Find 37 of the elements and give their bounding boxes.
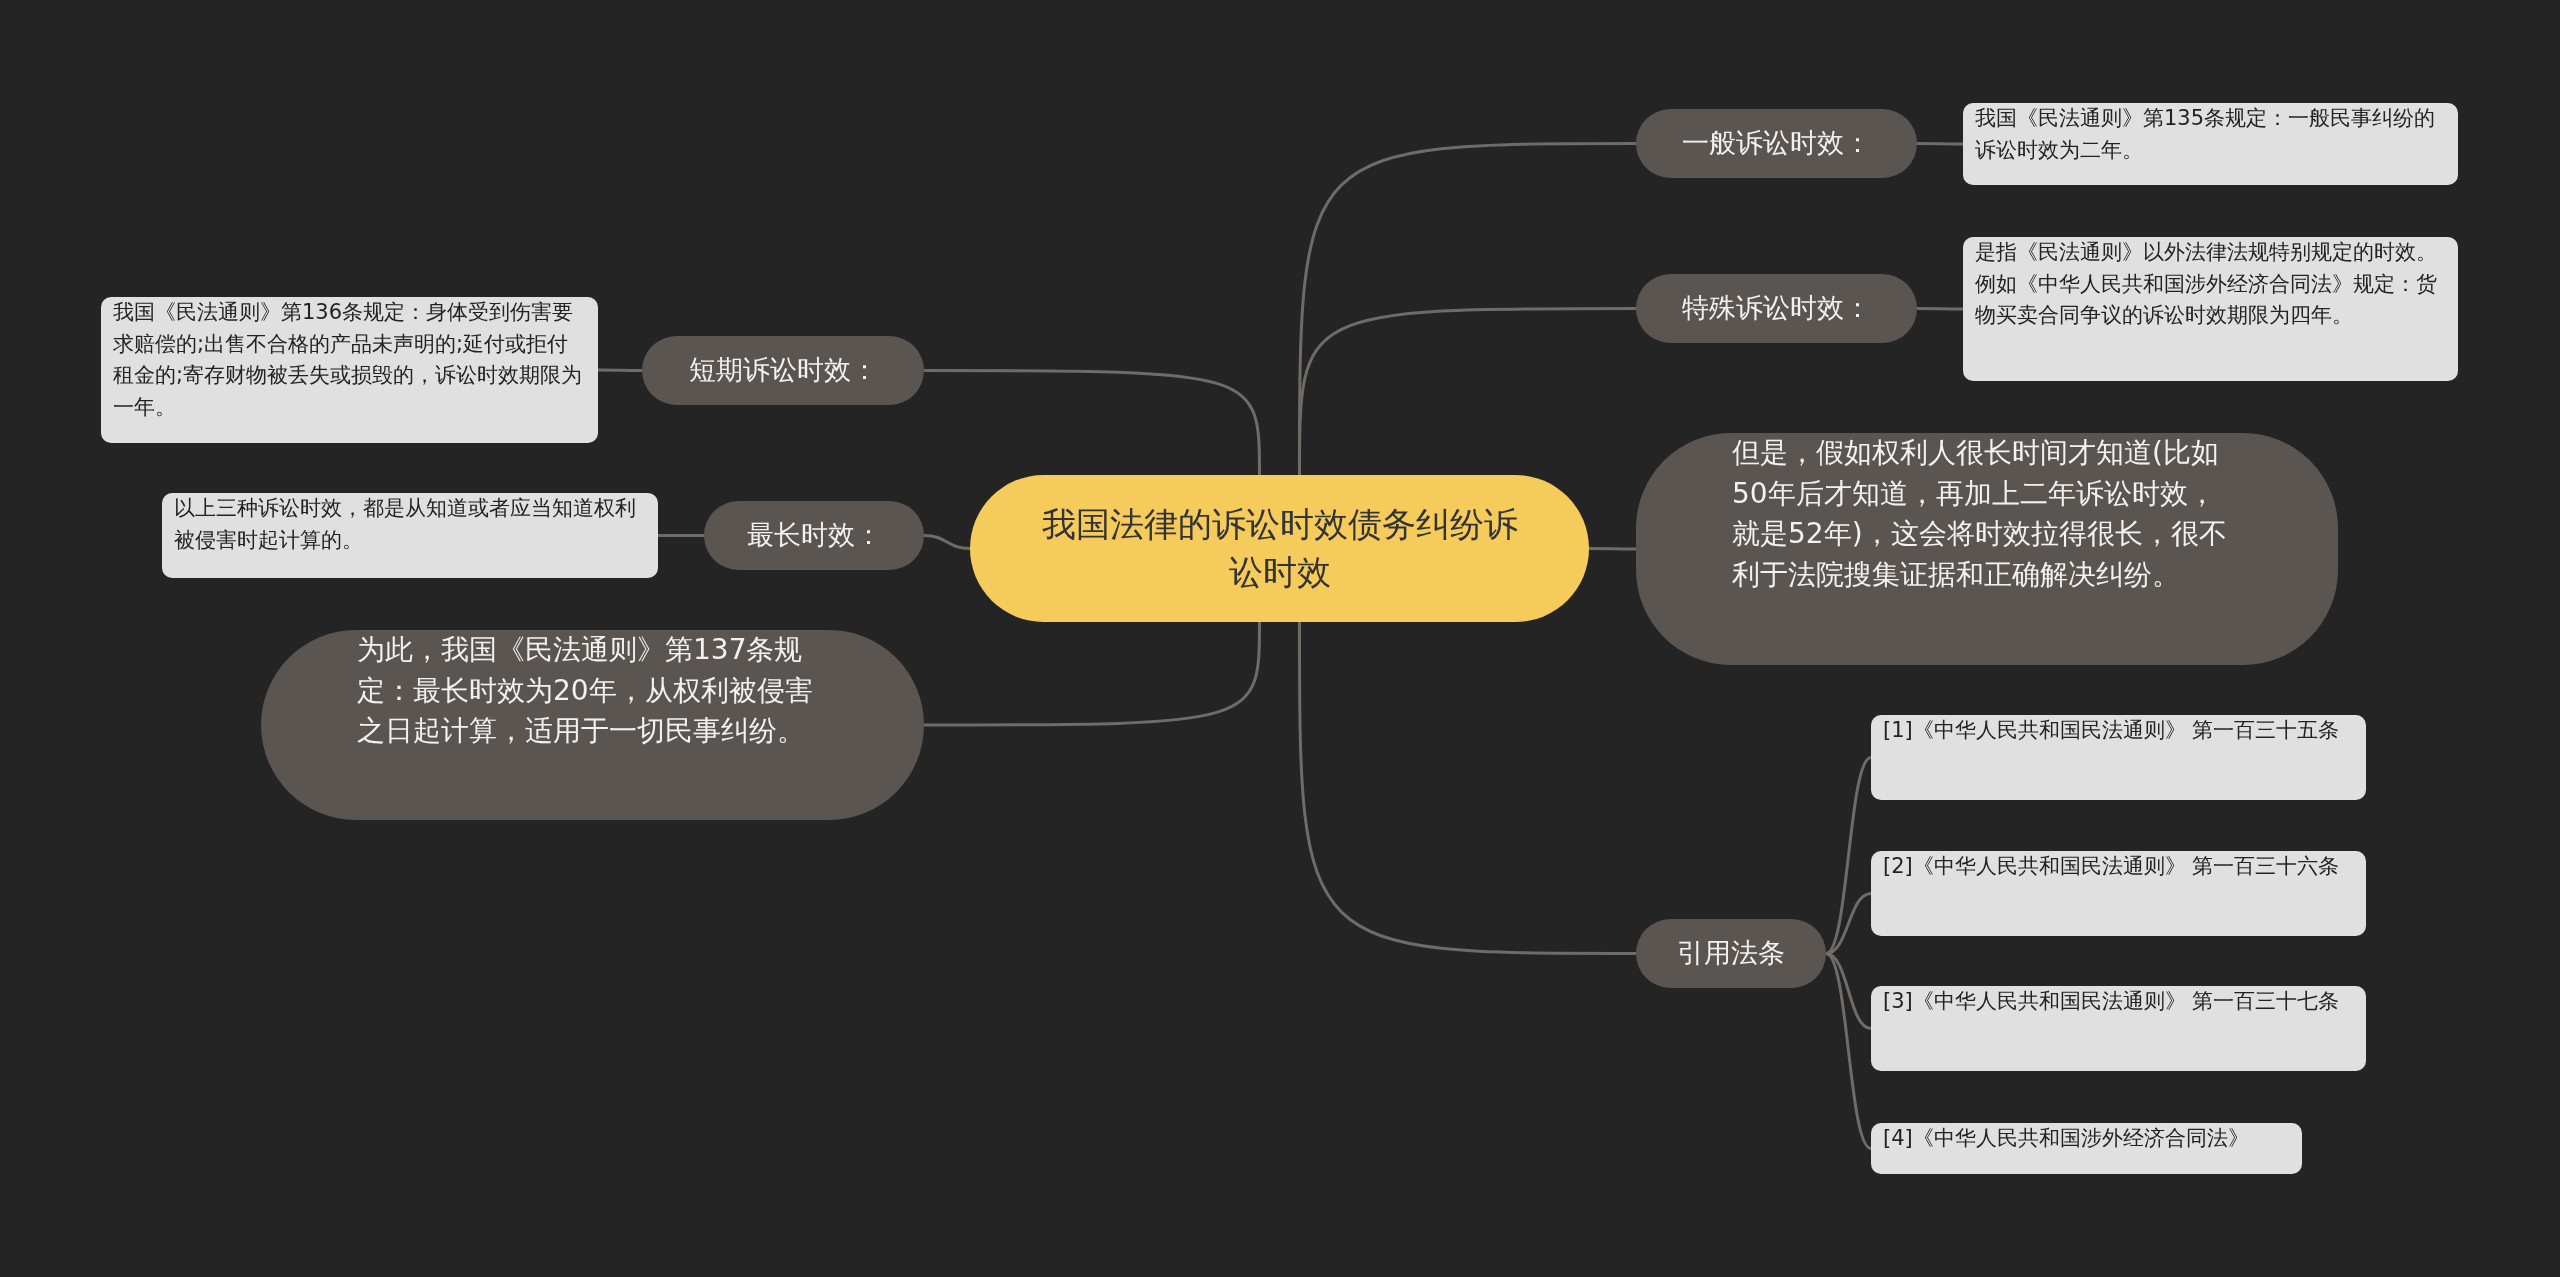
node-text: [2]《中华人民共和国民法通则》 第一百三十六条	[1883, 853, 2341, 880]
note-card	[101, 297, 598, 443]
node-text: 为此，我国《民法通则》第137条规定：最长时效为20年，从权利被侵害之日起计算，适用于一切民事纠纷。	[357, 632, 814, 750]
node-text: 特殊诉讼时效：	[1681, 291, 1872, 326]
note-card	[1963, 103, 2458, 185]
node-text: 短期诉讼时效：	[687, 353, 879, 388]
node-text: 引用法条	[1676, 936, 1786, 971]
connector-line	[1917, 307, 1963, 311]
node-text: [1]《中华人民共和国民法通则》 第一百三十五条	[1883, 717, 2341, 744]
node-text: 以上三种诉讼时效，都是从知道或者应当知道权利被侵害时起计算的。	[174, 495, 637, 554]
node-text: [3]《中华人民共和国民法通则》 第一百三十七条	[1883, 988, 2341, 1015]
node-text: 我国法律的诉讼时效债务纠纷诉讼时效	[1040, 502, 1519, 594]
note-card	[162, 493, 658, 578]
connector-line	[923, 534, 971, 550]
connector-line	[1589, 547, 1636, 551]
note-card	[1871, 851, 2366, 936]
node-text: 我国《民法通则》第135条规定：一般民事纠纷的诉讼时效为二年。	[1975, 105, 2437, 164]
connector-line	[1825, 952, 1872, 1150]
note-card	[1871, 1123, 2302, 1174]
note-card	[1963, 237, 2458, 381]
node-text: 是指《民法通则》以外法律法规特别规定的时效。例如《中华人民共和国涉外经济合同法》规定：货物买卖合同争议的诉讼时效期限为四年。	[1975, 239, 2438, 329]
node-text: 我国《民法通则》第136条规定：身体受到伤害要求赔偿的;出售不合格的产品未声明的;延付或拒付租金的;寄存财物被丢失或损毁的，诉讼时效期限为一年。	[113, 299, 584, 421]
connector-line	[1917, 142, 1963, 146]
node-text: [4]《中华人民共和国涉外经济合同法》	[1883, 1125, 2250, 1152]
note-card	[1871, 715, 2366, 800]
connector-line	[1825, 952, 1872, 1030]
connector-line	[1298, 622, 1636, 955]
connector-line	[1825, 756, 1872, 955]
connector-line	[1298, 307, 1636, 475]
connector-line	[924, 369, 1261, 475]
connector-line	[924, 622, 1261, 727]
connector-line	[598, 368, 642, 372]
node-text: 但是，假如权利人很长时间才知道(比如50年后才知道，再加上二年诉讼时效，就是52年)，这会将时效拉得很长，很不利于法院搜集证据和正确解决纠纷。	[1732, 435, 2228, 593]
note-card	[1871, 986, 2366, 1071]
node-text: 最长时效：	[745, 518, 883, 553]
connector-line	[658, 534, 704, 537]
node-text: 一般诉讼时效：	[1681, 126, 1872, 161]
